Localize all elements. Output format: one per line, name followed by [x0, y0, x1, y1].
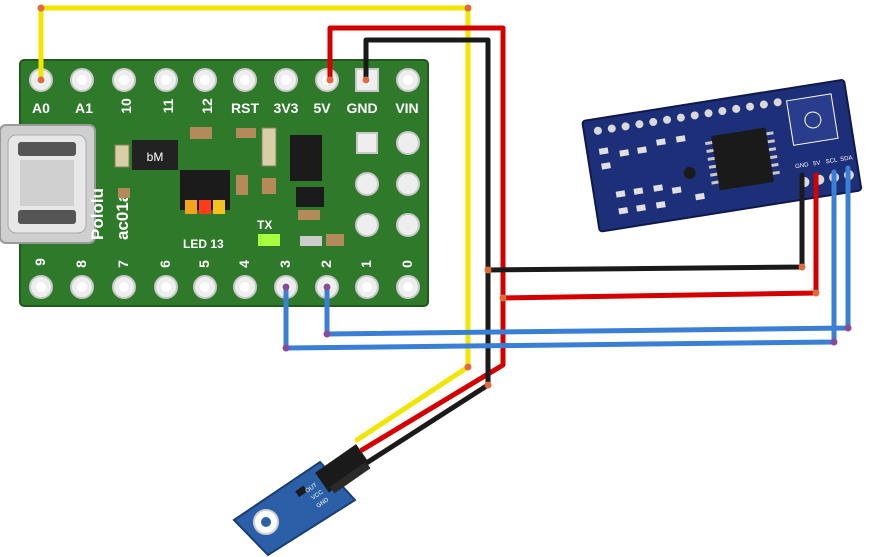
wire-nodes: [37, 4, 820, 389]
pin-label-9: 9: [32, 258, 48, 266]
module-pin-sda: SDA: [840, 155, 853, 163]
module-pin-scl: SCL: [825, 158, 838, 166]
wire-black-sensor: [363, 37, 491, 465]
pin-label-8: 8: [73, 260, 89, 268]
led-green: [258, 234, 280, 246]
breakout-module: GND 5V SCL SDA: [581, 79, 863, 233]
pin-label-0: 0: [399, 260, 415, 268]
pin-label-gnd: GND: [346, 100, 377, 116]
pin-label-11: 11: [160, 98, 176, 113]
pin-label-a0: A0: [32, 100, 50, 116]
pin-label-3: 3: [277, 260, 293, 268]
module-pin-gnd: GND: [795, 162, 810, 170]
led-13-label: LED 13: [183, 237, 224, 251]
pin-label-12: 12: [199, 98, 215, 114]
pin-label-2: 2: [318, 260, 334, 268]
led-orange: [185, 200, 197, 214]
wire-blue-sda: [324, 165, 851, 337]
pin-label-7: 7: [115, 260, 131, 268]
tx-label: TX: [257, 218, 272, 232]
usb-connector: [0, 124, 96, 244]
wire-red-sensor: [327, 25, 506, 453]
microcontroller-board: A0 A1 10 11 12 RST 3V3 5V GND VIN Pololu…: [0, 59, 429, 307]
module-chip: [711, 127, 775, 191]
led-yellow: [213, 200, 225, 214]
board-model: ac01a: [113, 192, 132, 240]
pin-label-4: 4: [236, 260, 252, 268]
pin-label-5: 5: [196, 260, 212, 268]
led-red: [199, 200, 211, 214]
pin-label-vin: VIN: [395, 100, 418, 116]
pin-label-rst: RST: [231, 100, 259, 116]
module-pin-5v: 5V: [813, 160, 821, 167]
wire-blue-scl: [283, 169, 837, 351]
pin-label-1: 1: [358, 260, 374, 268]
top-pin-holes: [29, 68, 420, 92]
pin-label-5v: 5V: [313, 100, 331, 116]
sensor-header: [315, 444, 370, 493]
pin-label-6: 6: [157, 260, 173, 268]
pin-label-10: 10: [118, 98, 134, 114]
sensor-board: OUT VCC GND: [232, 444, 371, 557]
ic-label: bM: [147, 150, 164, 164]
pin-label-a1: A1: [75, 100, 93, 116]
pin-label-3v3: 3V3: [274, 100, 299, 116]
board-brand: Pololu: [88, 188, 107, 240]
